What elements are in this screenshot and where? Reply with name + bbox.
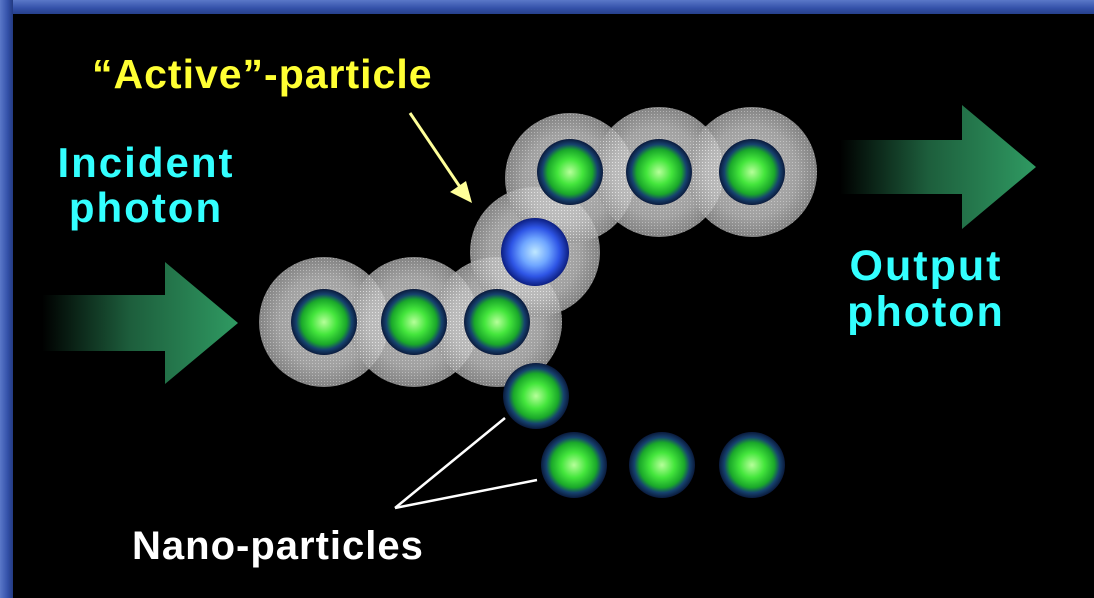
output-arrow-icon (840, 105, 1036, 229)
nano-particle (464, 289, 530, 355)
output-photon-label: Output photon (826, 243, 1026, 336)
nano-particle (537, 139, 603, 205)
nano-particle (541, 432, 607, 498)
nano-particle (719, 432, 785, 498)
incident-photon-label: Incident photon (26, 140, 266, 231)
output-photon-line-2: photon (826, 289, 1026, 335)
active-pointer-line (410, 113, 462, 190)
nano-particles-label: Nano-particles (132, 525, 424, 568)
nano-pointer-line-2 (395, 480, 537, 508)
nano-particle (626, 139, 692, 205)
nano-particle (291, 289, 357, 355)
output-photon-line-1: Output (826, 243, 1026, 289)
incident-arrow-icon (42, 262, 238, 384)
nano-particle (629, 432, 695, 498)
incident-photon-line-2: photon (26, 185, 266, 230)
nano-particle (381, 289, 447, 355)
nano-particle (503, 363, 569, 429)
incident-photon-line-1: Incident (26, 140, 266, 185)
active-particle (501, 218, 569, 286)
nano-pointer-line-1 (395, 418, 505, 508)
nano-particle (719, 139, 785, 205)
active-particle-label: “Active”-particle (92, 52, 433, 96)
active-pointer-arrowhead (450, 181, 472, 203)
